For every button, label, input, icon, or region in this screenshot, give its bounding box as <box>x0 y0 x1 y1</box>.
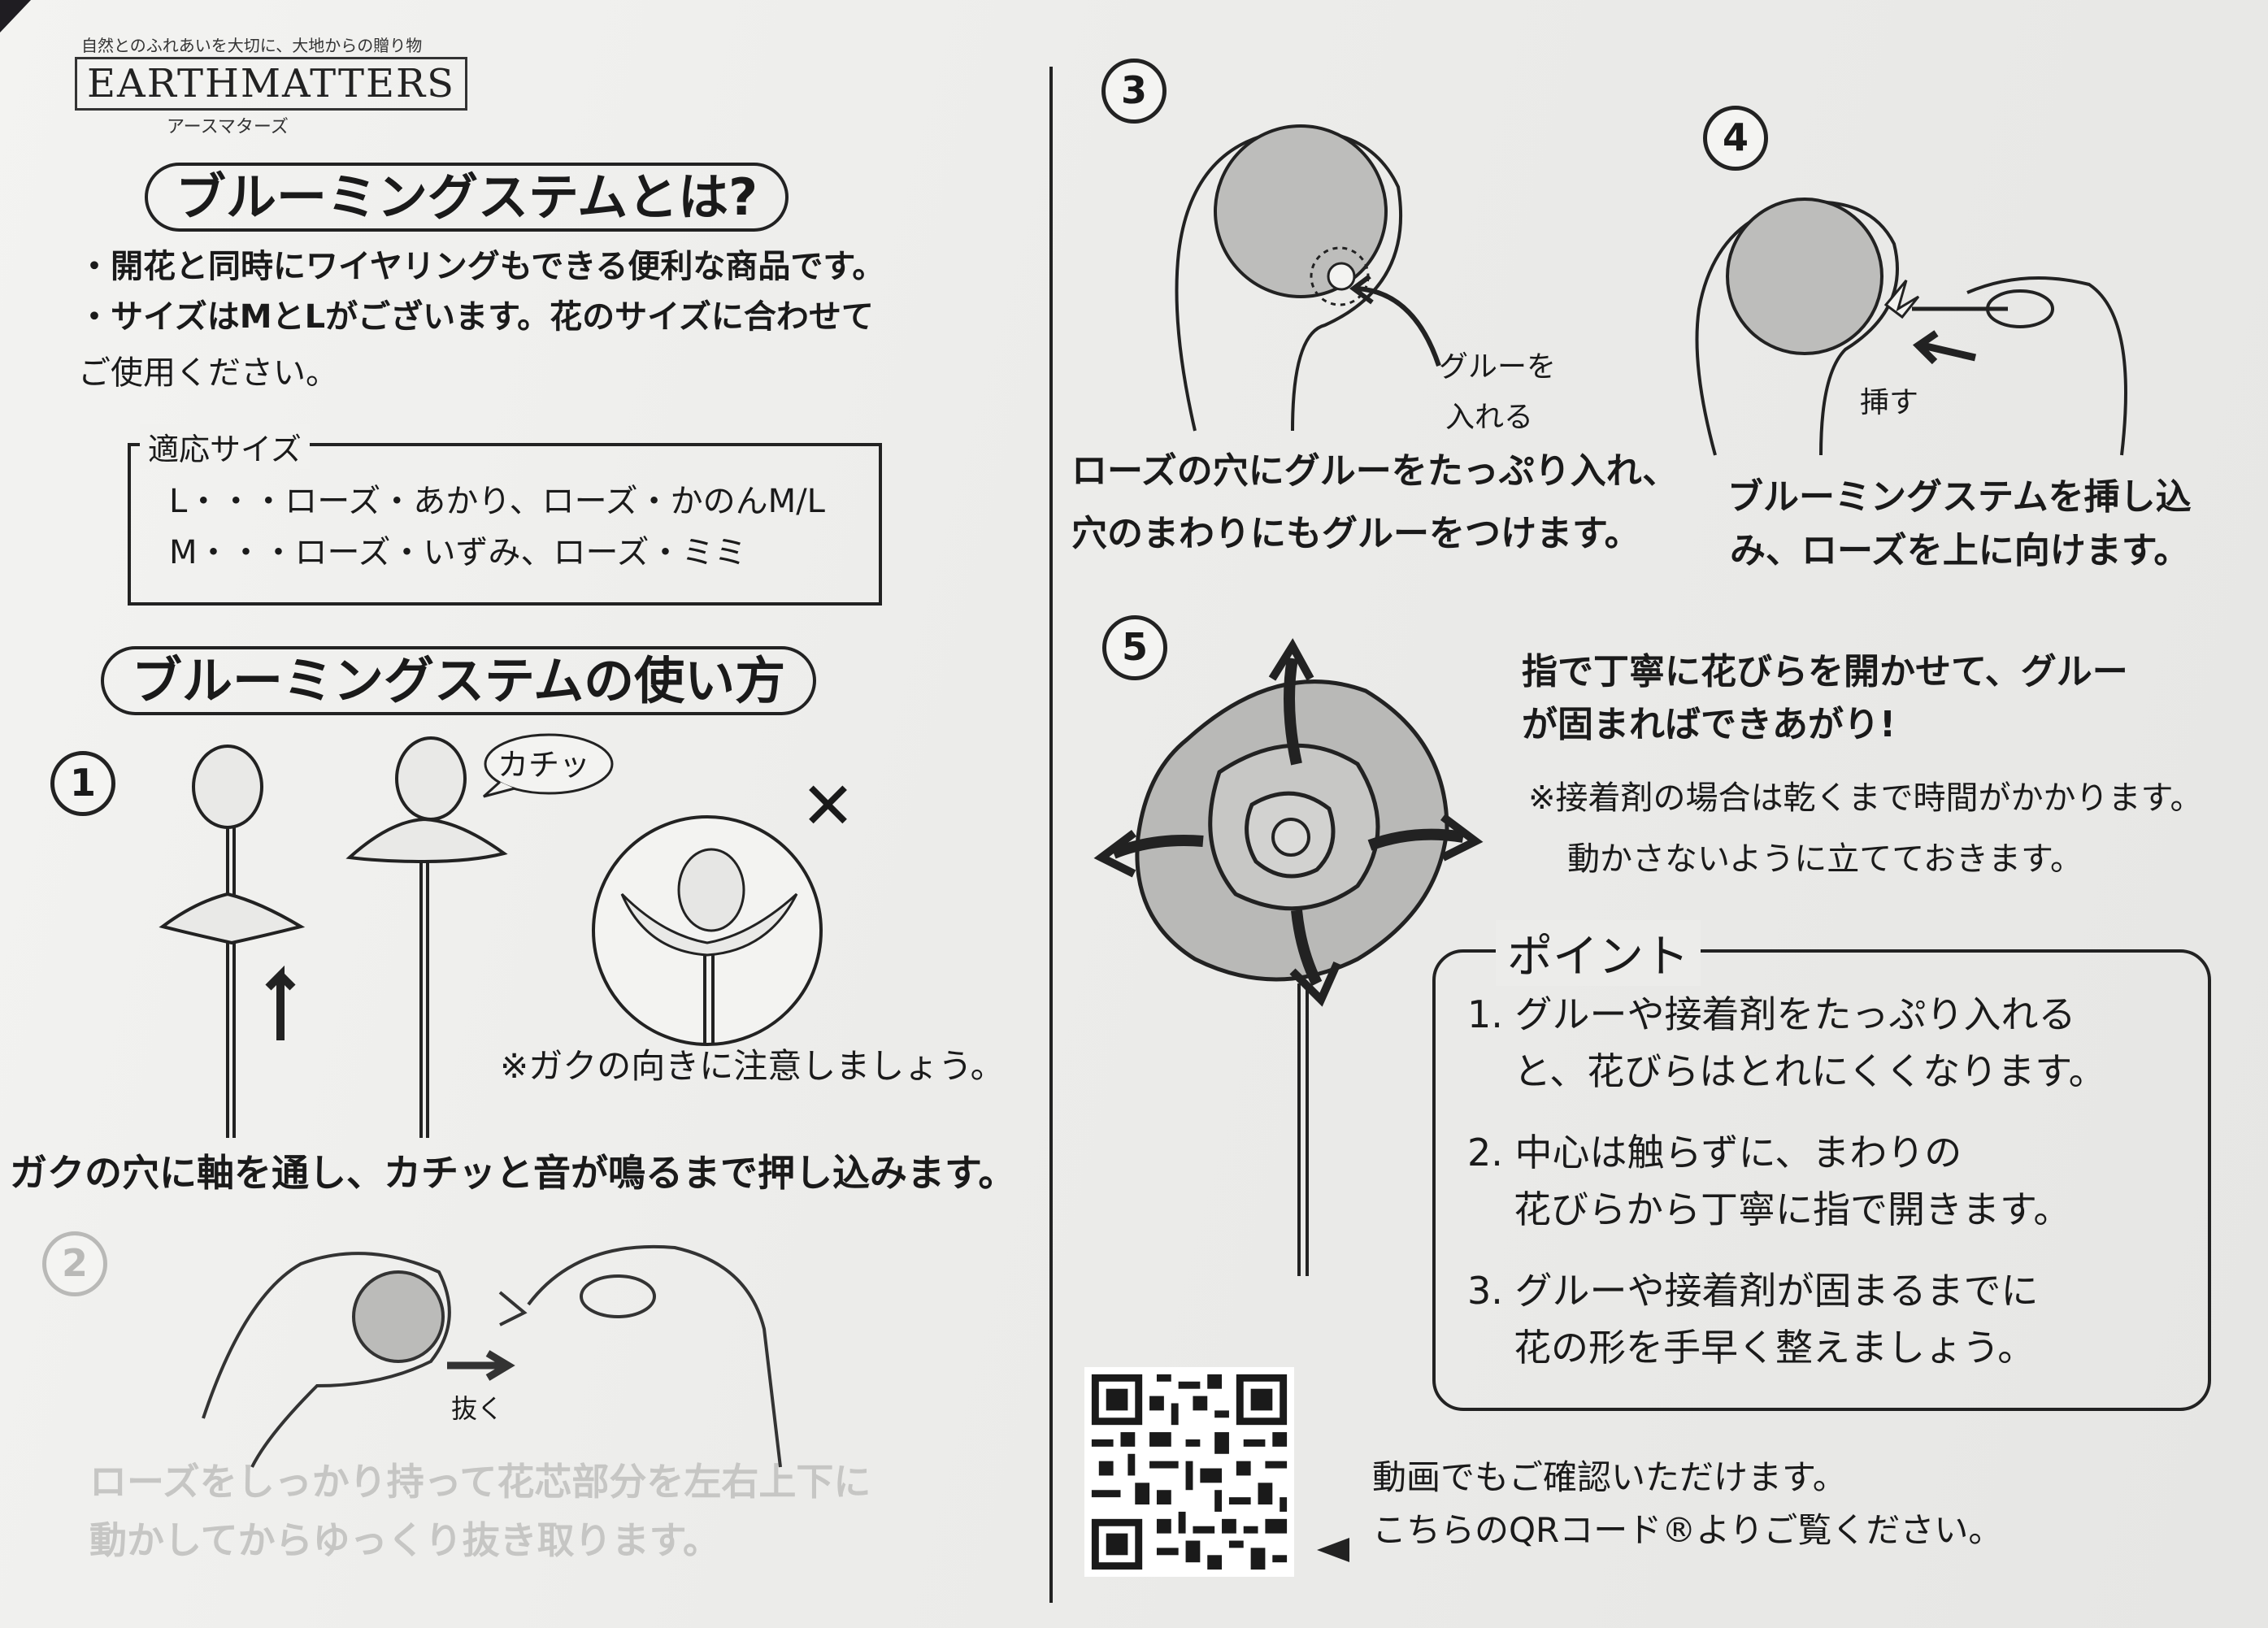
step-3-caption-1: ローズの穴にグルーをたっぷり入れ、 <box>1071 450 1679 492</box>
intro-title: ブルーミングステムとは? <box>145 163 789 232</box>
size-l-line: L・・・ローズ・あかり、ローズ・かのんM/L <box>169 483 825 520</box>
insert-label: 挿す <box>1860 386 1919 419</box>
step-5-note-2: 動かさないように立てておきます。 <box>1567 840 2083 878</box>
click-sound-label: カチッ <box>497 747 591 783</box>
rose-ball-icon <box>1214 124 1388 298</box>
column-divider <box>1049 67 1053 1603</box>
points-legend: ポイント <box>1496 920 1701 986</box>
step-2-illustration <box>202 1244 782 1468</box>
size-box <box>128 443 882 606</box>
glue-arrow-icon <box>1349 274 1441 367</box>
open-rose-icon <box>1135 679 1449 982</box>
brand-kana: アースマターズ <box>167 117 289 137</box>
step-2-caption-2: 動かしてからゆっくり抜き取ります。 <box>89 1518 721 1562</box>
intro-line-1: ・開花と同時にワイヤリングもできる便利な商品です。 <box>78 248 885 285</box>
step-1-number: 1 <box>50 751 115 816</box>
pointer-triangle-icon <box>1317 1538 1349 1562</box>
pull-label: 抜く <box>451 1393 504 1424</box>
step-2-number: 2 <box>42 1231 107 1296</box>
usage-title: ブルーミングステムの使い方 <box>101 646 817 716</box>
point-3-line-2: 花の形を手早く整えましょう。 <box>1514 1326 2036 1370</box>
intro-line-3: ご使用ください。 <box>78 354 338 392</box>
wrong-mark-icon: ✕ <box>801 768 856 844</box>
step-5-note-1: ※接着剤の場合は乾くまで時間がかかります。 <box>1528 779 2203 817</box>
glue-label-1: グルーを <box>1439 350 1557 384</box>
speech-bubble-icon <box>482 733 614 798</box>
step-5-caption-2: が固まればできあがり! <box>1522 704 1897 745</box>
intro-line-2: ・サイズはMとLがございます。花のサイズに合わせて <box>78 298 874 336</box>
point-2-line-2: 花びらから丁寧に指で開きます。 <box>1514 1187 2071 1231</box>
insert-arrow-icon <box>1912 330 1977 365</box>
step-4-number: 4 <box>1703 106 1768 171</box>
video-line-2: こちらのQRコード®よりご覧ください。 <box>1372 1510 2003 1550</box>
qr-code-icon[interactable] <box>1084 1367 1294 1577</box>
brand-logo: EARTHMATTERS <box>75 57 468 111</box>
point-3-line-1: 3. グルーや接着剤が固まるまでに <box>1467 1269 2039 1313</box>
size-legend: 適応サイズ <box>140 424 310 469</box>
stem-b-icon <box>345 736 508 1138</box>
stem-a-icon <box>159 745 306 1138</box>
rose-ball-icon-2 <box>1726 198 1883 355</box>
points-box <box>1432 949 2211 1411</box>
step-1-illustration <box>159 736 508 1138</box>
step-3-number: 3 <box>1101 59 1167 124</box>
step-5-number: 5 <box>1102 615 1167 680</box>
step-4-caption-1: ブルーミングステムを挿し込 <box>1727 476 2192 518</box>
rose-icon <box>352 1270 445 1363</box>
glue-label-2: 入れる <box>1445 401 1534 434</box>
step-2-caption-1: ローズをしっかり持って花芯部分を左右上下に <box>89 1460 871 1504</box>
brand-tagline: 自然とのふれあいを大切に、大地からの贈り物 <box>81 36 423 55</box>
wrong-example-circle <box>592 815 823 1046</box>
video-line-1: 動画でもご確認いただけます。 <box>1372 1457 1847 1497</box>
step-3-caption-2: 穴のまわりにもグルーをつけます。 <box>1071 513 1640 554</box>
step-4-caption-2: み、ローズを上に向けます。 <box>1730 530 2190 571</box>
spread-arrows-icon <box>1093 638 1484 1007</box>
point-2-line-1: 2. 中心は触らずに、まわりの <box>1467 1131 1962 1174</box>
point-1-line-2: と、花びらはとれにくくなります。 <box>1514 1049 2106 1093</box>
size-m-line: M・・・ローズ・いずみ、ローズ・ミミ <box>169 534 747 571</box>
right-arrow-icon <box>447 1350 515 1381</box>
point-1-line-1: 1. グルーや接着剤をたっぷり入れる <box>1467 992 2076 1036</box>
up-arrow-icon <box>265 965 296 1040</box>
step-3-illustration <box>1175 124 1441 432</box>
step-1-caption: ガクの穴に軸を通し、カチッと音が鳴るまで押し込みます。 <box>10 1151 1016 1195</box>
step-1-note: ※ガクの向きに注意しましょう。 <box>500 1046 1005 1086</box>
step-5-caption-1: 指で丁寧に花びらを開かせて、グルー <box>1522 651 2128 692</box>
step-4-illustration <box>1695 198 2127 456</box>
step-5-illustration <box>1093 638 1484 1276</box>
